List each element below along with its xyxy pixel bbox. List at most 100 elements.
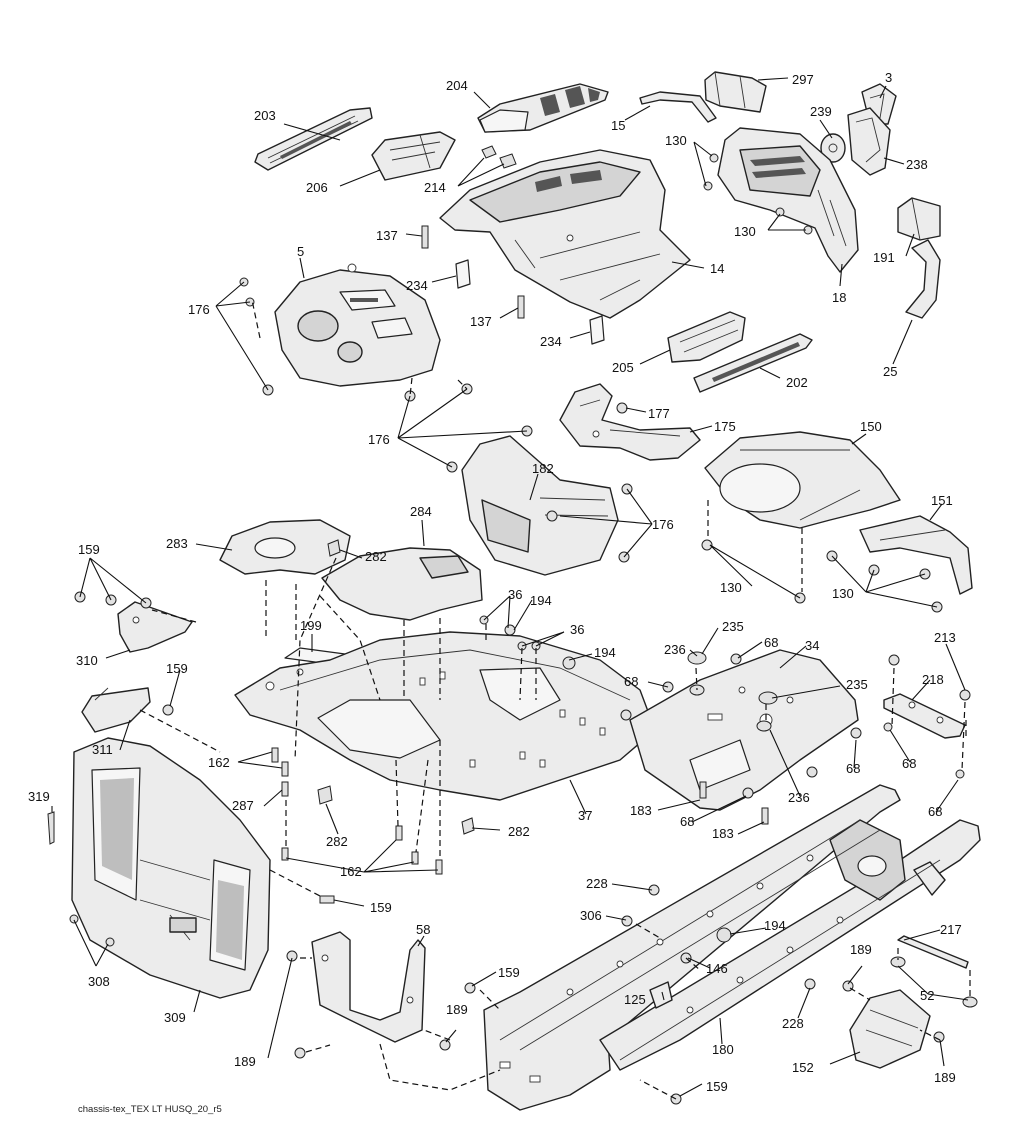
callout-159-top: 159 <box>78 542 100 557</box>
callout-189-mid: 189 <box>446 1002 468 1017</box>
callout-205: 205 <box>612 360 634 375</box>
callout-282-bottom: 282 <box>508 824 530 839</box>
callout-68-plate-top: 68 <box>764 635 778 650</box>
callout-182: 182 <box>532 461 554 476</box>
callout-297: 297 <box>792 72 814 87</box>
callout-176-right: 176 <box>652 517 674 532</box>
callout-162-bottom: 162 <box>340 864 362 879</box>
fasteners-162 <box>271 747 443 875</box>
callout-125: 125 <box>624 992 646 1007</box>
part-206-panel <box>371 131 456 181</box>
callout-287: 287 <box>232 798 254 813</box>
callout-176-top: 176 <box>188 302 210 317</box>
part-14-hood <box>439 149 691 319</box>
callout-159-frame: 159 <box>498 965 520 980</box>
callout-180: 180 <box>712 1042 734 1057</box>
callout-68-strap-bottom: 68 <box>928 804 942 819</box>
callout-191: 191 <box>873 250 895 265</box>
callout-137-mid: 137 <box>470 314 492 329</box>
part-284-seat-pan <box>321 547 483 621</box>
bolt-213-a <box>888 654 900 666</box>
part-labels: 297 3 204 203 15 239 130 238 206 214 137… <box>28 70 962 1094</box>
callout-150: 150 <box>860 419 882 434</box>
callout-228-top: 228 <box>586 876 608 891</box>
callout-58: 58 <box>416 922 430 937</box>
callout-236-top: 236 <box>664 642 686 657</box>
callout-234-top: 234 <box>406 278 428 293</box>
part-125-lever <box>649 981 673 1009</box>
frame-holes <box>499 854 844 1083</box>
callout-319: 319 <box>28 789 50 804</box>
dashed-assembly-lines <box>139 299 971 1100</box>
fasteners-130-upper <box>703 153 813 235</box>
callout-183-left: 183 <box>630 803 652 818</box>
leader-lines <box>51 77 969 1097</box>
callout-183-right: 183 <box>712 826 734 841</box>
callout-152: 152 <box>792 1060 814 1075</box>
callout-159-rear: 159 <box>370 900 392 915</box>
callout-52: 52 <box>920 988 934 1003</box>
callout-218: 218 <box>922 672 944 687</box>
callout-36-a: 36 <box>508 587 522 602</box>
callout-217: 217 <box>940 922 962 937</box>
callout-5: 5 <box>297 244 304 259</box>
part-202-lower-grille <box>693 333 813 393</box>
part-283-rear-cover <box>219 519 351 575</box>
part-34-mount-plate <box>629 649 859 811</box>
callout-14: 14 <box>710 261 724 276</box>
callout-235-mid: 235 <box>846 677 868 692</box>
bolt-183-a <box>699 781 707 799</box>
callout-15: 15 <box>611 118 625 133</box>
part-5-dash-console <box>274 263 441 387</box>
bolt-189-b <box>294 1047 306 1059</box>
callout-189-bottom: 189 <box>934 1070 956 1085</box>
bolt-159-rear <box>319 895 335 904</box>
part-18-nose-cone <box>717 127 859 273</box>
part-180-main-frame <box>483 784 981 1111</box>
callout-311: 311 <box>92 742 113 757</box>
part-311-plate <box>81 687 151 733</box>
bolt-159-311 <box>162 704 174 716</box>
part-175-dash-bracket <box>559 383 701 461</box>
part-214-clips <box>481 145 517 169</box>
callout-214: 214 <box>424 180 446 195</box>
part-58-pedal-bracket <box>311 931 426 1043</box>
washer-52-b <box>962 996 978 1008</box>
part-218-strap <box>883 693 966 739</box>
part-234-pad-mid <box>589 315 605 345</box>
part-137-pin-mid <box>517 295 525 319</box>
callout-37: 37 <box>578 808 592 823</box>
callout-213: 213 <box>934 630 956 645</box>
fasteners-235-236 <box>687 651 778 732</box>
callout-194-frame: 194 <box>764 918 786 933</box>
callout-204: 204 <box>446 78 468 93</box>
callout-284: 284 <box>410 504 432 519</box>
part-204-vent-cover <box>477 83 609 133</box>
callout-177: 177 <box>648 406 670 421</box>
callout-203: 203 <box>254 108 276 123</box>
fastener-176-c <box>546 510 558 522</box>
callout-159-bottom: 159 <box>706 1079 728 1094</box>
callout-282-top: 282 <box>365 549 387 564</box>
callout-310: 310 <box>76 653 98 668</box>
bolt-68-strap-b <box>955 769 965 779</box>
callout-308: 308 <box>88 974 110 989</box>
callout-234-mid: 234 <box>540 334 562 349</box>
part-282-clip-a <box>327 539 341 557</box>
callout-68-plate-bottom: 68 <box>680 814 694 829</box>
callout-282-mid: 282 <box>326 834 348 849</box>
part-239-knob <box>820 133 846 163</box>
callout-206: 206 <box>306 180 328 195</box>
callout-137-top: 137 <box>376 228 398 243</box>
part-238-light-housing <box>847 107 891 176</box>
part-182-lower-dash <box>461 435 619 576</box>
callout-68-plate-right: 68 <box>846 761 860 776</box>
callout-202: 202 <box>786 375 808 390</box>
bolt-189-a <box>286 950 298 962</box>
callout-151: 151 <box>931 493 953 508</box>
callout-68-strap: 68 <box>902 756 916 771</box>
callout-283: 283 <box>166 536 188 551</box>
part-203-grille-strip <box>254 107 373 171</box>
part-15-trim-strip <box>639 91 717 123</box>
